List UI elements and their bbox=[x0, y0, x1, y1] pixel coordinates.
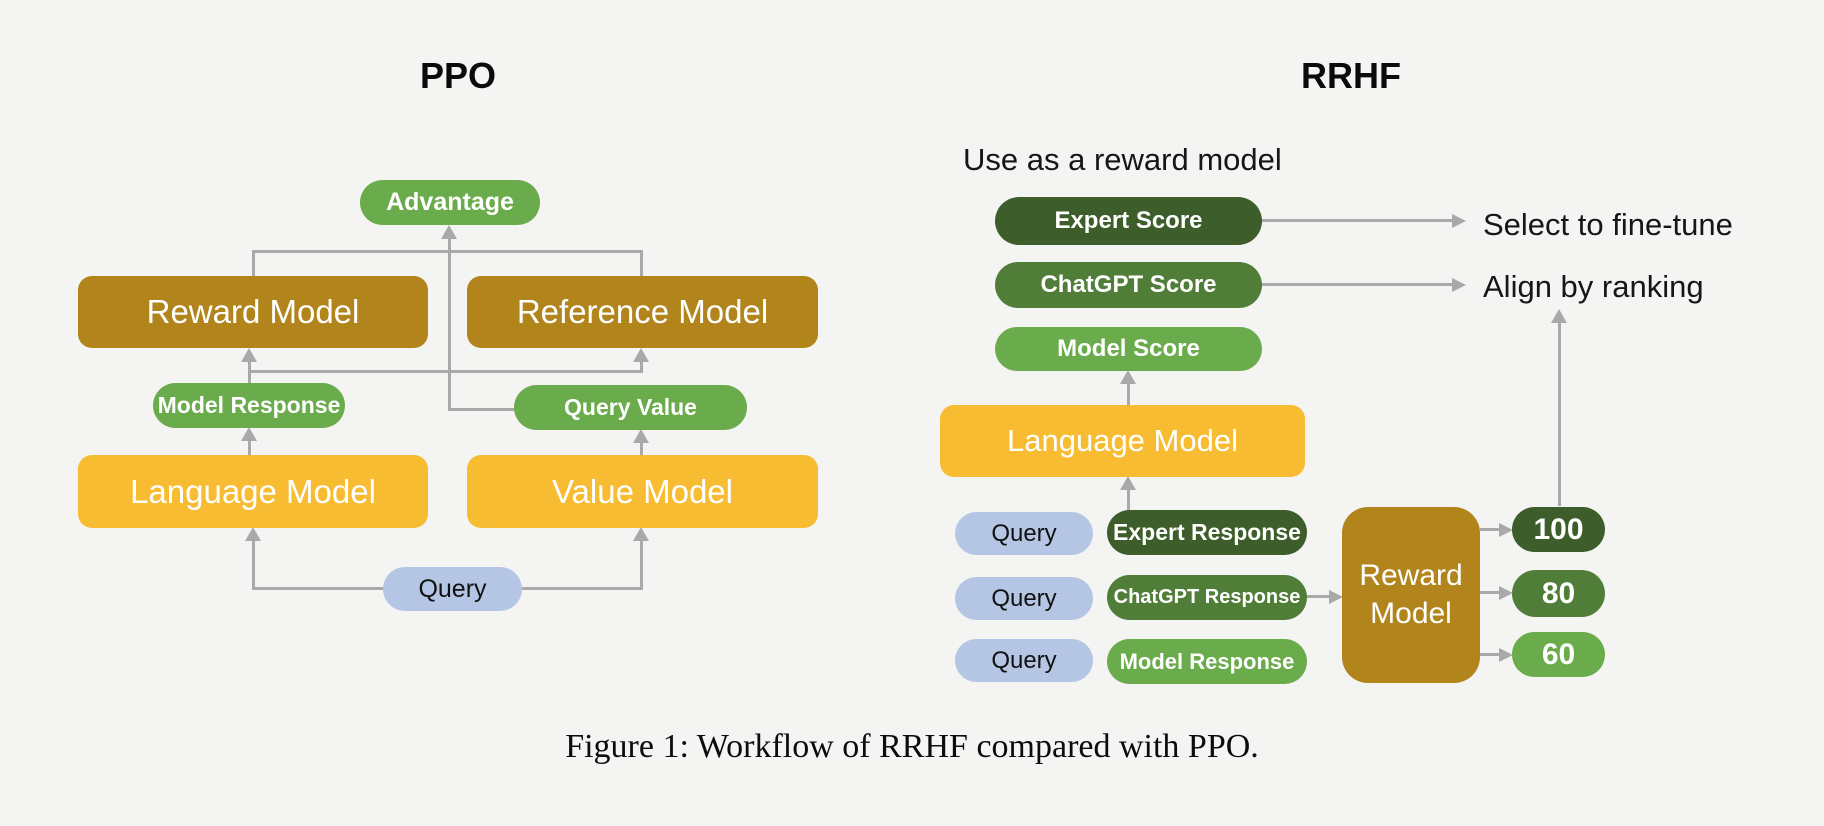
value-model-node: Value Model bbox=[467, 455, 818, 528]
reward-model-note: Use as a reward model bbox=[963, 142, 1282, 177]
reference-model-node: Reference Model bbox=[467, 276, 818, 348]
connector-line bbox=[1480, 653, 1501, 656]
advantage-node: Advantage bbox=[360, 180, 540, 225]
connector-line bbox=[1127, 383, 1130, 406]
expert-response-node: Expert Response bbox=[1107, 510, 1307, 555]
connector-line bbox=[1127, 489, 1130, 511]
connector-line bbox=[248, 361, 251, 384]
chatgpt-response-node: ChatGPT Response bbox=[1107, 575, 1307, 620]
connector-line bbox=[640, 360, 643, 372]
connector-line bbox=[1480, 591, 1501, 594]
arrow-up-icon bbox=[1120, 476, 1136, 490]
connector-line bbox=[248, 440, 251, 455]
arrow-right-icon bbox=[1499, 586, 1513, 600]
reward-model-label-line2: Model bbox=[1370, 597, 1452, 630]
connector-line bbox=[1262, 219, 1454, 222]
connector-line bbox=[448, 408, 516, 411]
language-model-node: Language Model bbox=[78, 455, 428, 528]
arrow-right-icon bbox=[1499, 648, 1513, 662]
connector-line bbox=[252, 250, 642, 253]
arrow-right-icon bbox=[1329, 590, 1343, 604]
connector-line bbox=[252, 587, 384, 590]
connector-line bbox=[640, 540, 643, 590]
connector-line bbox=[1480, 528, 1501, 531]
arrow-up-icon bbox=[241, 348, 257, 362]
query-node: Query bbox=[383, 567, 522, 611]
arrow-up-icon bbox=[633, 429, 649, 443]
query-node: Query bbox=[955, 512, 1093, 555]
language-model-node: Language Model bbox=[940, 405, 1305, 477]
arrow-up-icon bbox=[633, 348, 649, 362]
connector-line bbox=[521, 587, 642, 590]
connector-line bbox=[252, 250, 255, 278]
chatgpt-score-node: ChatGPT Score bbox=[995, 262, 1262, 308]
arrow-right-icon bbox=[1452, 278, 1466, 292]
arrow-up-icon bbox=[245, 527, 261, 541]
connector-line bbox=[252, 540, 255, 590]
reward-model-node: Reward Model bbox=[1342, 507, 1480, 683]
query-node: Query bbox=[955, 639, 1093, 682]
model-response-node: Model Response bbox=[153, 383, 345, 428]
query-value-node: Query Value bbox=[514, 385, 747, 430]
reward-model-label-line1: Reward bbox=[1359, 559, 1463, 592]
query-node: Query bbox=[955, 577, 1093, 620]
arrow-up-icon bbox=[441, 225, 457, 239]
expert-score-node: Expert Score bbox=[995, 197, 1262, 245]
connector-line bbox=[248, 370, 643, 373]
connector-line bbox=[640, 250, 643, 278]
connector-line bbox=[448, 238, 451, 411]
figure-caption: Figure 1: Workflow of RRHF compared with… bbox=[565, 728, 1259, 765]
connector-line bbox=[640, 442, 643, 456]
connector-line bbox=[1307, 595, 1331, 598]
arrow-up-icon bbox=[1551, 309, 1567, 323]
arrow-up-icon bbox=[633, 527, 649, 541]
connector-line bbox=[1262, 283, 1454, 286]
ppo-title: PPO bbox=[419, 55, 497, 96]
score-60-node: 60 bbox=[1512, 632, 1605, 677]
model-score-node: Model Score bbox=[995, 327, 1262, 371]
connector-line bbox=[1558, 322, 1561, 506]
arrow-right-icon bbox=[1452, 214, 1466, 228]
arrow-up-icon bbox=[241, 427, 257, 441]
rrhf-title: RRHF bbox=[1301, 55, 1401, 96]
select-to-finetune-label: Select to fine-tune bbox=[1483, 207, 1733, 242]
score-80-node: 80 bbox=[1512, 570, 1605, 617]
score-100-node: 100 bbox=[1512, 507, 1605, 552]
arrow-up-icon bbox=[1120, 370, 1136, 384]
arrow-right-icon bbox=[1499, 523, 1513, 537]
reward-model-node: Reward Model bbox=[78, 276, 428, 348]
align-by-ranking-label: Align by ranking bbox=[1483, 269, 1704, 304]
model-response-node: Model Response bbox=[1107, 639, 1307, 684]
